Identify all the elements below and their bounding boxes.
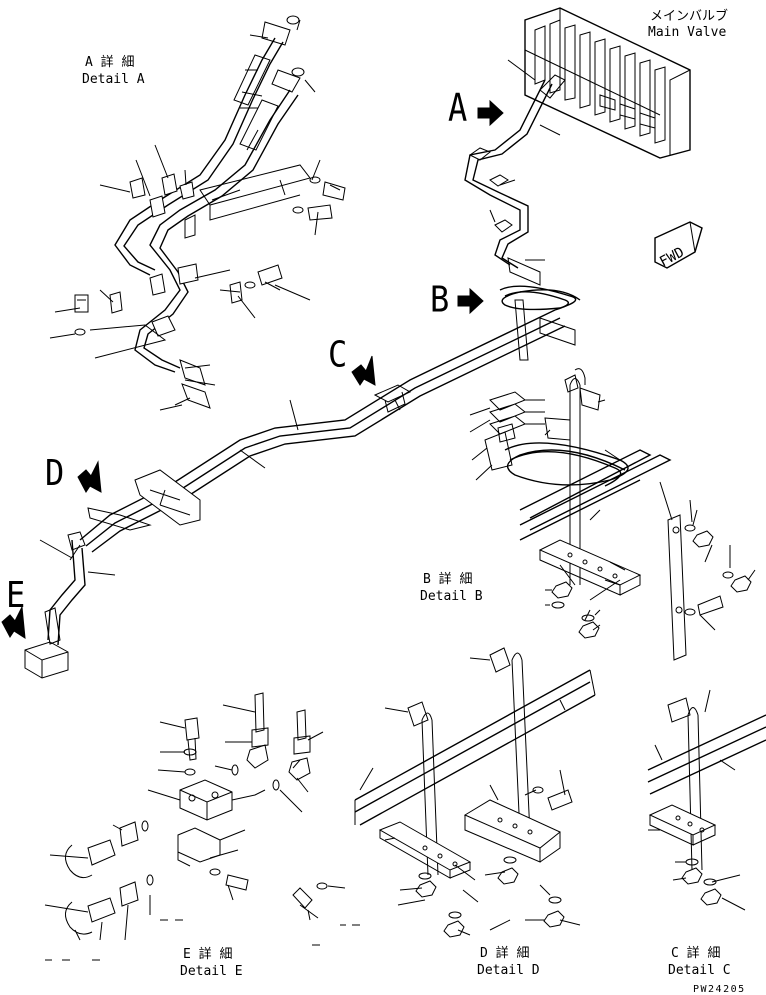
detail-a-title-en: Detail A xyxy=(82,72,145,87)
arrow-label-d: D xyxy=(45,453,64,494)
main-pipe-assembly xyxy=(24,74,581,679)
detail-e-drawing xyxy=(65,692,311,935)
arrow-a-pointer xyxy=(477,99,504,127)
arrow-label-a: A xyxy=(448,86,467,131)
detail-b-drawing xyxy=(484,368,752,661)
detail-d-leader-lines xyxy=(307,657,581,946)
fwd-label: FWD xyxy=(657,244,687,270)
arrow-label-b: B xyxy=(430,279,449,320)
drawing-number: PW24205 xyxy=(693,984,746,995)
detail-e-leader-lines xyxy=(44,704,324,941)
main-valve-label-en: Main Valve xyxy=(648,25,726,40)
arrow-d-pointer xyxy=(77,460,102,493)
main-assembly-leader-lines xyxy=(39,59,561,576)
arrow-label-e: E xyxy=(6,575,25,616)
forward-direction-sign xyxy=(654,221,703,269)
detail-d-title-jp: D 詳 細 xyxy=(480,945,529,961)
detail-a-title-jp: A 詳 細 xyxy=(85,54,134,70)
arrow-b-pointer xyxy=(457,287,484,315)
detail-b-title-en: Detail B xyxy=(420,589,483,604)
detail-e-title-en: Detail E xyxy=(180,964,243,979)
detail-e-dash-marks xyxy=(45,919,183,961)
detail-a-drawing xyxy=(74,15,346,409)
detail-c-title-jp: C 詳 細 xyxy=(671,945,720,961)
detail-e-title-jp: E 詳 細 xyxy=(183,946,232,962)
detail-b-leader-lines xyxy=(469,399,756,631)
arrow-e-pointer xyxy=(1,605,26,639)
arrow-c-pointer xyxy=(351,355,376,386)
detail-d-title-en: Detail D xyxy=(477,963,540,978)
detail-c-drawing xyxy=(647,697,766,906)
detail-d-drawing xyxy=(292,647,596,938)
arrow-label-c: C xyxy=(328,334,347,375)
main-valve-label-jp: メインバルブ xyxy=(650,8,728,24)
detail-c-leader-lines xyxy=(648,689,746,911)
detail-b-title-jp: B 詳 細 xyxy=(423,571,472,587)
detail-c-title-en: Detail C xyxy=(668,963,731,978)
detail-a-leader-lines xyxy=(49,19,341,411)
